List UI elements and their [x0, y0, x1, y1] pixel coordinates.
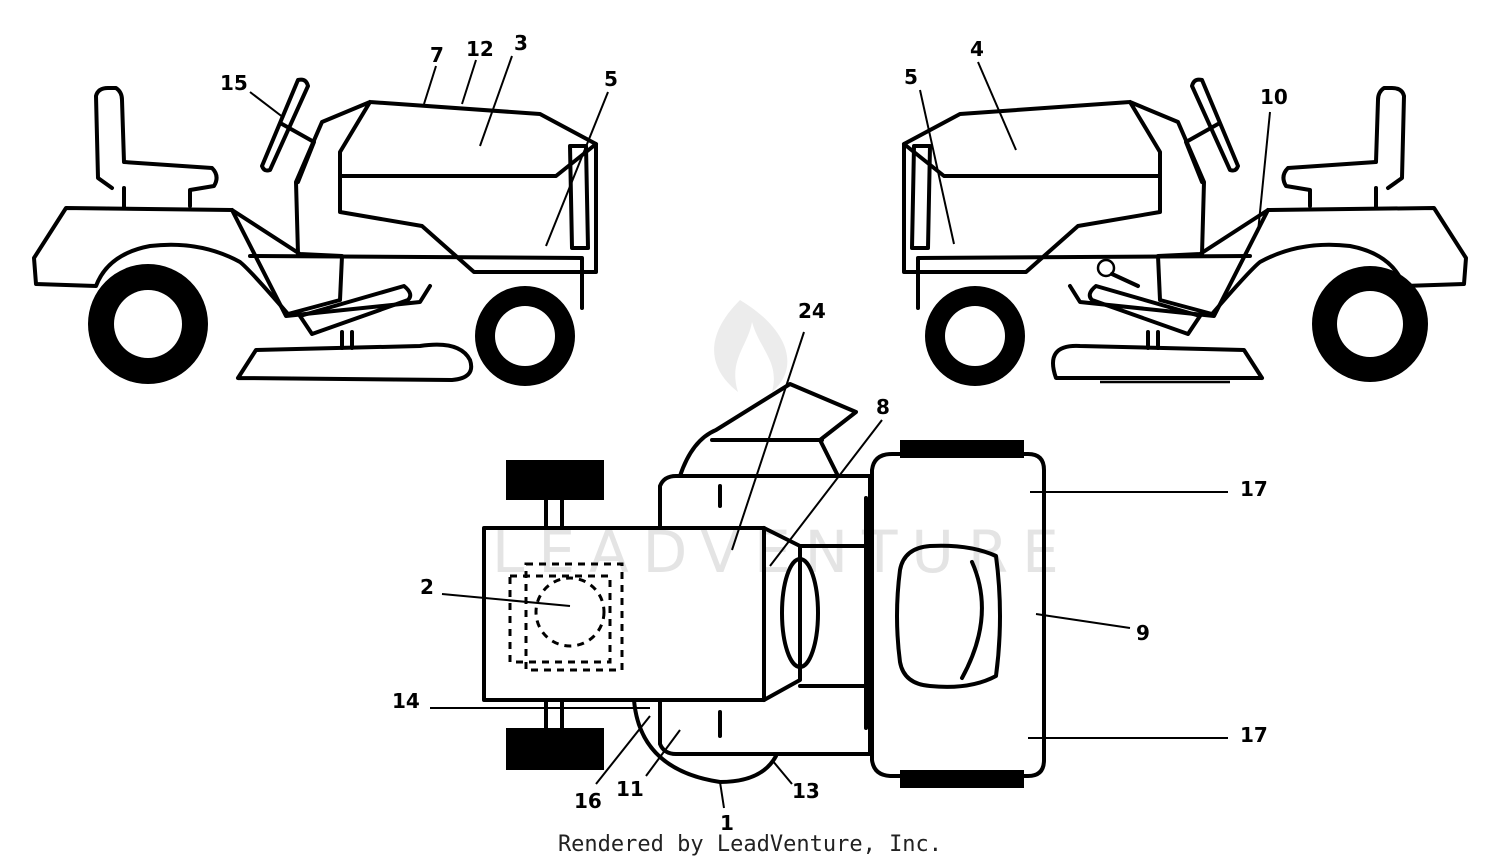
seat-left: [94, 86, 219, 208]
steering-wheel-left: [260, 77, 310, 173]
callout-14: 14: [392, 689, 420, 713]
hood-top-view: [870, 452, 1046, 778]
tractor-top-view: [482, 382, 1046, 788]
callout-9: 9: [1136, 621, 1150, 645]
callout-1: 1: [720, 811, 734, 835]
steering-wheel-top-view: [895, 543, 1002, 689]
callout-11: 11: [616, 777, 644, 801]
callout-13: 13: [792, 779, 820, 803]
callout-labels: 15 7 12 3 5 5 4 10 24 8 17 9 17 2 14 16 …: [220, 31, 1288, 835]
hood-left: [294, 100, 598, 274]
callout-4: 4: [970, 37, 984, 61]
tractor-left-side-view: [32, 77, 598, 386]
callout-3: 3: [514, 31, 528, 55]
lift-lever-right: [1096, 258, 1140, 288]
discharge-chute: [678, 382, 858, 478]
rendered-by-credit: Rendered by LeadVenture, Inc.: [557, 832, 943, 857]
callout-24: 24: [798, 299, 826, 323]
tractor-right-side-view: [902, 77, 1468, 386]
callout-17-top: 17: [1240, 477, 1268, 501]
rear-tire-top: [506, 460, 604, 500]
callout-10: 10: [1260, 85, 1288, 109]
callout-17-bottom: 17: [1240, 723, 1268, 747]
callout-15: 15: [220, 71, 248, 95]
callout-16: 16: [574, 789, 602, 813]
rear-tire-bottom: [506, 728, 604, 770]
leader-lines: [249, 55, 1271, 809]
pedal-left: [298, 284, 413, 336]
callout-2: 2: [420, 575, 434, 599]
callout-8: 8: [876, 395, 890, 419]
callout-12: 12: [466, 37, 494, 61]
mower-deck-left: [236, 342, 474, 382]
callout-7: 7: [430, 43, 444, 67]
rear-body-top-view: [482, 526, 766, 702]
callout-5-left: 5: [604, 67, 618, 91]
callout-5-right: 5: [904, 65, 918, 89]
front-tire-bottom: [900, 770, 1024, 788]
